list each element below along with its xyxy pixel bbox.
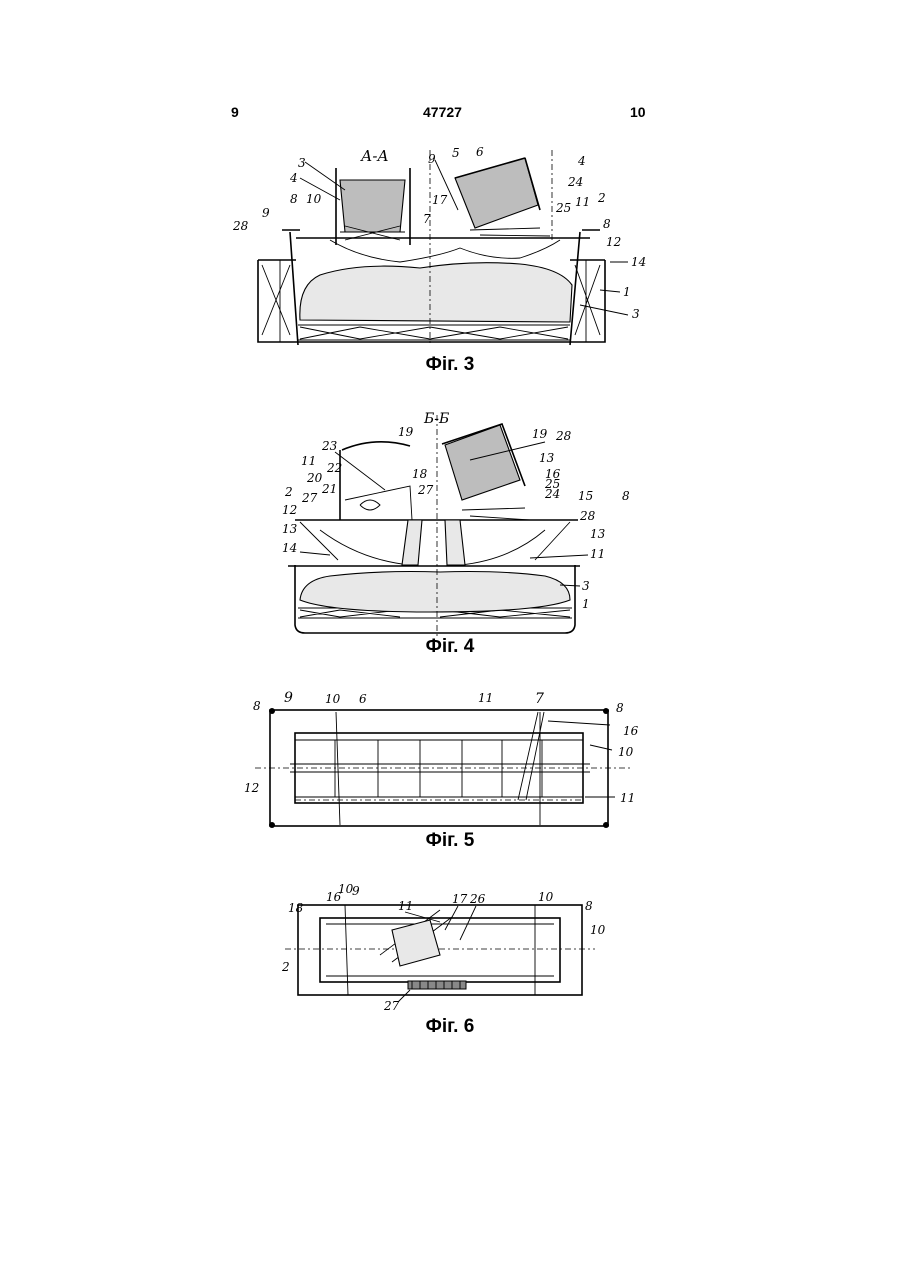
fig6-label-8: 8 [585, 899, 593, 913]
fig3-label-12: 12 [606, 235, 621, 249]
figure-6-drawing: 16 10 9 18 11 17 26 10 8 10 2 27 [0, 880, 900, 1015]
fig6-label-10c: 10 [590, 923, 606, 937]
section-label-b-b: Б-Б [423, 411, 449, 427]
fig6-label-10b: 10 [538, 890, 554, 904]
fig4-label-24: 24 [544, 487, 560, 501]
fig4-label-13: 13 [539, 451, 555, 465]
fig4-label-11: 11 [301, 454, 316, 468]
fig3-label-8b: 8 [290, 192, 298, 206]
fig4-label-28b: 28 [579, 509, 596, 523]
figure-5-caption: Фіг. 5 [0, 830, 900, 852]
fig4-label-19: 19 [398, 425, 414, 439]
fig3-label-7: 7 [423, 212, 431, 226]
fig4-label-19b: 19 [532, 427, 548, 441]
fig6-label-27: 27 [383, 999, 400, 1013]
fig4-label-21: 21 [321, 482, 337, 496]
figure-3-caption: Фіг. 3 [0, 354, 900, 376]
fig5-label-10: 10 [325, 692, 341, 706]
fig6-label-11: 11 [398, 899, 413, 913]
fig4-label-22: 22 [326, 461, 342, 475]
fig3-label-3b: 3 [632, 307, 640, 321]
fig5-label-11b: 11 [620, 791, 635, 805]
figure-5-drawing: 8 9 10 6 11 7 8 16 10 12 11 [0, 685, 900, 830]
figure-4-drawing: Б-Б 19 19 28 23 18 13 11 22 27 16 20 25 … [0, 405, 900, 637]
fig6-label-9: 9 [352, 884, 360, 898]
fig4-label-18: 18 [412, 467, 428, 481]
figure-3-drawing: А-А 3 4 9 5 6 4 24 17 25 11 2 8 28 9 8 1… [0, 140, 900, 355]
fig5-label-12: 12 [244, 781, 259, 795]
fig3-label-14: 14 [631, 255, 646, 269]
fig5-label-7: 7 [535, 691, 544, 707]
fig4-label-3: 3 [582, 579, 590, 593]
fig3-label-8: 8 [603, 217, 611, 231]
fig5-label-10b: 10 [618, 745, 634, 759]
fig5-label-9: 9 [284, 690, 293, 706]
figure-6-caption: Фіг. 6 [0, 1016, 900, 1038]
patent-number: 47727 [423, 104, 462, 120]
fig3-label-1: 1 [623, 285, 631, 299]
fig6-label-26: 26 [469, 892, 486, 906]
fig4-label-11b: 11 [590, 547, 605, 561]
fig4-label-20: 20 [306, 471, 323, 485]
fig4-label-13c: 13 [590, 527, 606, 541]
fig5-label-6: 6 [359, 692, 367, 706]
fig6-label-18: 18 [288, 901, 304, 915]
fig4-label-28: 28 [555, 429, 572, 443]
fig4-label-2: 2 [284, 485, 293, 499]
fig3-label-17: 17 [432, 193, 448, 207]
fig5-label-8b: 8 [616, 701, 624, 715]
section-label-a-a: А-А [360, 147, 389, 165]
left-page-number: 9 [231, 104, 239, 120]
fig5-label-16: 16 [623, 724, 639, 738]
fig3-label-28: 28 [232, 219, 249, 233]
fig3-label-2: 2 [597, 191, 606, 205]
fig3-label-9: 9 [428, 152, 436, 166]
fig3-label-25: 25 [555, 201, 571, 215]
fig3-label-5: 5 [452, 146, 460, 160]
fig5-label-11: 11 [478, 691, 493, 705]
fig3-label-3: 3 [298, 156, 306, 170]
fig3-label-9b: 9 [262, 206, 270, 220]
fig4-label-12: 12 [282, 503, 297, 517]
right-page-number: 10 [630, 104, 646, 120]
fig6-label-2: 2 [281, 960, 290, 974]
fig3-label-10: 10 [306, 192, 322, 206]
fig3-label-11: 11 [575, 195, 590, 209]
fig3-label-4: 4 [289, 171, 298, 185]
fig4-label-1: 1 [582, 597, 590, 611]
fig3-label-24: 24 [567, 175, 583, 189]
fig5-label-8: 8 [253, 699, 261, 713]
fig4-label-13b: 13 [282, 522, 298, 536]
fig3-label-6: 6 [476, 145, 484, 159]
fig4-label-14: 14 [282, 541, 297, 555]
figure-4-caption: Фіг. 4 [0, 636, 900, 658]
fig4-label-8: 8 [622, 489, 630, 503]
fig4-label-27: 27 [417, 483, 434, 497]
fig4-label-15: 15 [578, 489, 593, 503]
fig3-label-4b: 4 [577, 154, 586, 168]
fig6-label-17: 17 [452, 892, 468, 906]
fig4-label-27b: 27 [301, 491, 318, 505]
fig4-label-23: 23 [321, 439, 338, 453]
